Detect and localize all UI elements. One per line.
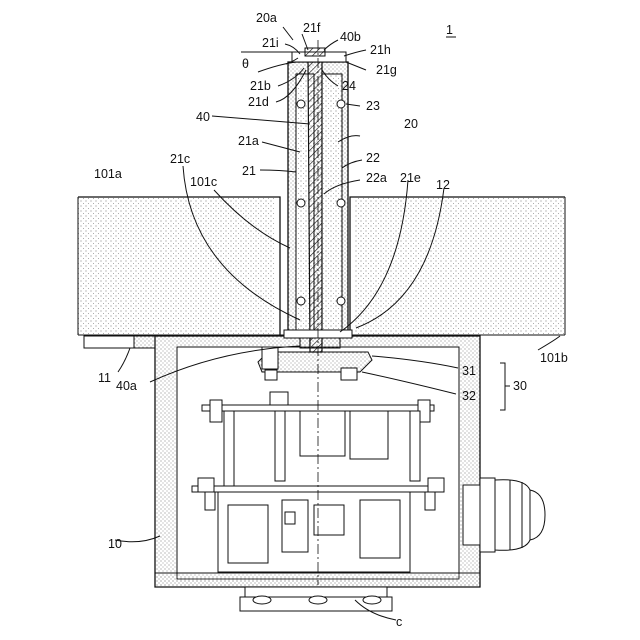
label-30: 30: [513, 379, 527, 393]
label-22a: 22a: [366, 171, 387, 185]
label-40: 40: [196, 110, 210, 124]
label-21i: 21i: [262, 36, 279, 50]
label-101c: 101c: [190, 175, 217, 189]
label-21a: 21a: [238, 134, 259, 148]
label-24: 24: [342, 79, 356, 93]
label-21d: 21d: [248, 95, 269, 109]
label-31: 31: [462, 364, 476, 378]
label-20: 20: [404, 117, 418, 131]
label-21b: 21b: [250, 79, 271, 93]
label-21c: 21c: [170, 152, 190, 166]
label-21e: 21e: [400, 171, 421, 185]
label-21g: 21g: [376, 63, 397, 77]
label-21h: 21h: [370, 43, 391, 57]
label-21f: 21f: [303, 21, 321, 35]
label-32: 32: [462, 389, 476, 403]
label-c: c: [396, 615, 402, 629]
label-22: 22: [366, 151, 380, 165]
label-21: 21: [242, 164, 256, 178]
label-12: 12: [436, 178, 450, 192]
label-10: 10: [108, 537, 122, 551]
label-101a: 101a: [94, 167, 122, 181]
label-figure-number: 1: [446, 23, 453, 37]
label-23: 23: [366, 99, 380, 113]
label-40b: 40b: [340, 30, 361, 44]
label-theta: θ: [242, 57, 249, 71]
label-11: 11: [98, 371, 111, 385]
label-101b: 101b: [540, 351, 568, 365]
label-40a: 40a: [116, 379, 137, 393]
label-20a: 20a: [256, 11, 277, 25]
